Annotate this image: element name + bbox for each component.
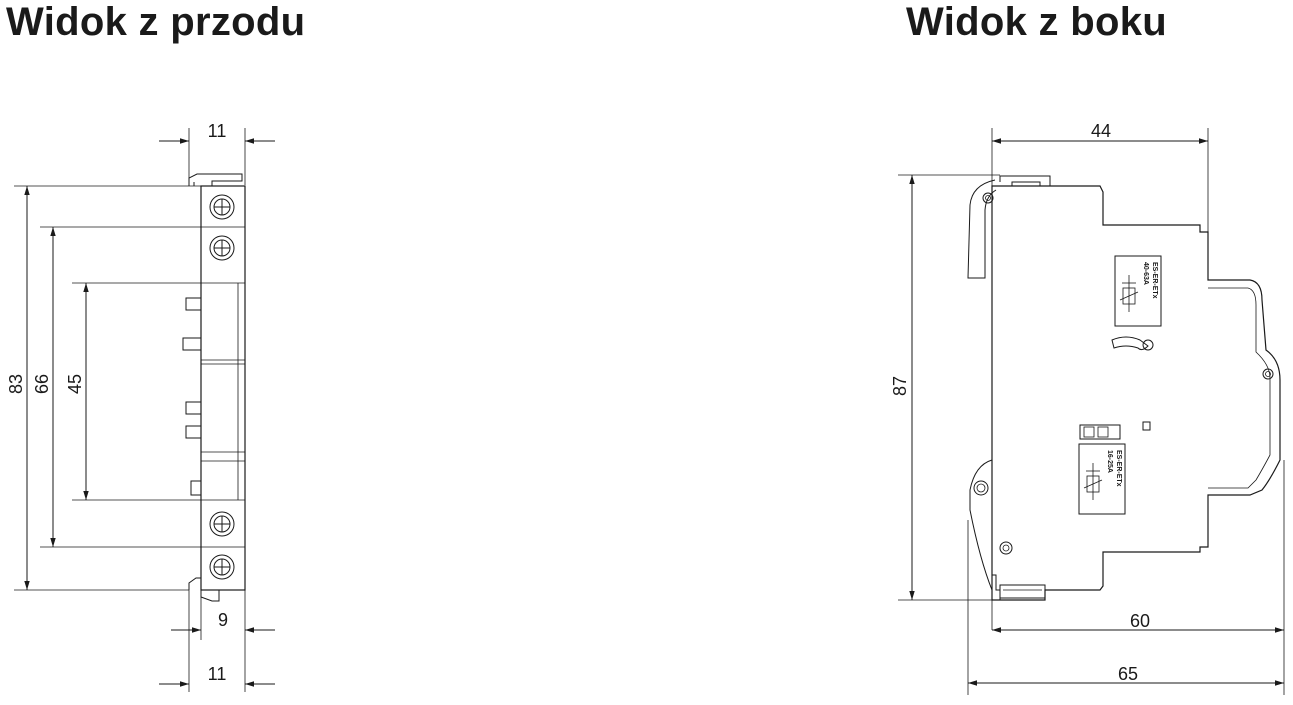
front-view-drawing: 11 xyxy=(6,121,275,692)
side-dim-87: 87 xyxy=(890,376,910,396)
upper-label-symbol xyxy=(1119,275,1139,312)
front-screw-1 xyxy=(209,194,235,220)
front-dim-83: 83 xyxy=(6,374,26,394)
lower-label-range: 16-25A xyxy=(1106,450,1113,473)
front-screw-4 xyxy=(209,554,235,580)
side-dim-65: 65 xyxy=(1118,664,1138,684)
front-dim-66: 66 xyxy=(32,374,52,394)
side-view-drawing: 44 87 ES-ER-ETx 40-63A xyxy=(890,121,1285,695)
side-view-title: Widok z boku xyxy=(906,0,1168,44)
side-dim-60: 60 xyxy=(1130,611,1150,631)
side-dim-44: 44 xyxy=(1091,121,1111,141)
front-screw-3 xyxy=(209,511,235,537)
upper-label-range: 40-63A xyxy=(1142,262,1149,285)
upper-label-model: ES-ER-ETx xyxy=(1151,262,1158,299)
lower-rating-label xyxy=(1078,443,1126,515)
lower-label-model: ES-ER-ETx xyxy=(1115,450,1122,487)
front-dim-45: 45 xyxy=(65,374,85,394)
front-dim-top-width: 11 xyxy=(208,121,227,141)
front-screw-2 xyxy=(209,235,235,261)
lower-label-symbol xyxy=(1083,463,1103,500)
upper-rating-label xyxy=(1114,255,1162,327)
front-dim-9: 9 xyxy=(218,610,228,630)
front-dim-11-bottom: 11 xyxy=(208,664,227,684)
front-view-title: Widok z przodu xyxy=(6,0,306,44)
side-body-outline xyxy=(991,185,1281,601)
